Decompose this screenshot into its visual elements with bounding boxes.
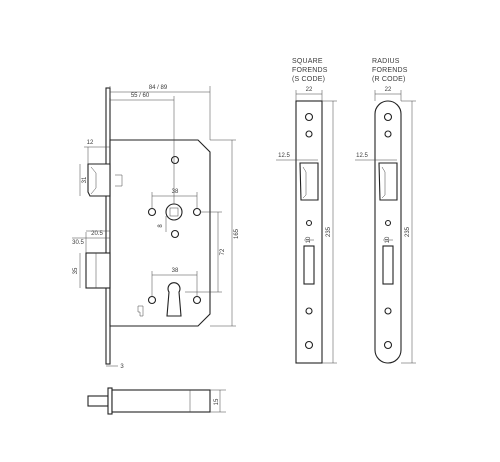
square-screw-top bbox=[304, 112, 314, 122]
square-screw-bottom bbox=[304, 340, 314, 350]
square-screw-3 bbox=[305, 307, 313, 315]
dim-30-5: 30.5 bbox=[72, 240, 84, 246]
radius-deadbolt-slot bbox=[382, 245, 394, 285]
radius-forend-plate bbox=[374, 100, 402, 364]
dim-84-89: 84 / 89 bbox=[149, 85, 168, 91]
fixing-hole-mid bbox=[170, 229, 180, 239]
square-spindle-hole bbox=[305, 219, 313, 227]
fixing-hole-bottom-left bbox=[147, 295, 157, 305]
radius-header-line3: (R CODE) bbox=[372, 76, 406, 83]
square-dim-235: 235 bbox=[326, 226, 332, 237]
top-view-bolt bbox=[87, 395, 109, 407]
radius-screw-2 bbox=[384, 130, 392, 138]
dim-38-bottom: 38 bbox=[172, 268, 179, 274]
dim-12: 12 bbox=[87, 140, 94, 146]
square-header-line3: (S CODE) bbox=[292, 76, 325, 83]
fixing-hole-right bbox=[192, 207, 202, 217]
radius-spindle-hole bbox=[384, 219, 392, 227]
dead-bolt bbox=[85, 252, 111, 289]
dim-35: 35 bbox=[73, 267, 79, 274]
dim-165: 165 bbox=[234, 228, 240, 239]
radius-header-line2: FORENDS bbox=[372, 67, 408, 74]
dim-38-top: 38 bbox=[172, 189, 179, 195]
lock-forend-strip bbox=[105, 87, 111, 365]
lock-case-outline bbox=[109, 139, 211, 327]
dim-3: 3 bbox=[120, 364, 124, 370]
latch-bolt bbox=[87, 163, 111, 197]
dim-72: 72 bbox=[220, 248, 226, 255]
radius-dim-22: 22 bbox=[385, 87, 392, 93]
square-screw-2 bbox=[305, 130, 313, 138]
dim-8: 8 bbox=[158, 224, 164, 228]
case-lug bbox=[137, 305, 144, 317]
square-forend-plate bbox=[295, 100, 323, 364]
dim-55-60: 55 / 60 bbox=[131, 93, 150, 99]
top-view-forend bbox=[107, 387, 113, 415]
radius-header-line1: RADIUS bbox=[372, 58, 400, 65]
radius-dim-12-5: 12.5 bbox=[356, 153, 368, 159]
dim-31: 31 bbox=[82, 176, 88, 183]
lock-top-view: 15 bbox=[87, 387, 226, 415]
dim-20-5: 20.5 bbox=[91, 231, 103, 237]
square-deadbolt-slot bbox=[303, 245, 315, 285]
radius-screw-top bbox=[383, 112, 393, 122]
fixing-hole-top bbox=[170, 155, 180, 165]
euro-cylinder-cutout bbox=[166, 282, 182, 317]
square-forend-view: SQUARE FORENDS (S CODE) 22 12.5 10 235 bbox=[276, 58, 337, 364]
radius-screw-bottom bbox=[383, 340, 393, 350]
fixing-hole-bottom-right bbox=[192, 295, 202, 305]
spindle-hub bbox=[165, 203, 183, 221]
top-view-case bbox=[111, 389, 211, 413]
spindle-square bbox=[169, 207, 179, 217]
lock-case-view: 84 / 89 55 / 60 12 31 38 8 165 72 30.5 bbox=[72, 85, 240, 370]
radius-forend-view: RADIUS FORENDS (R CODE) 22 12.5 10 235 bbox=[355, 58, 416, 364]
square-header-line2: FORENDS bbox=[292, 67, 328, 74]
radius-dim-235: 235 bbox=[405, 226, 411, 237]
square-dim-10: 10 bbox=[306, 236, 312, 243]
radius-screw-3 bbox=[384, 307, 392, 315]
radius-latch-slot bbox=[378, 162, 398, 201]
square-dim-22: 22 bbox=[306, 87, 313, 93]
latch-bevel bbox=[90, 166, 97, 195]
radius-dim-10: 10 bbox=[385, 236, 391, 243]
square-latch-slot bbox=[299, 162, 319, 201]
dim-15: 15 bbox=[214, 398, 220, 405]
latch-spring bbox=[115, 174, 123, 187]
square-header-line1: SQUARE bbox=[292, 58, 323, 65]
square-dim-12-5: 12.5 bbox=[278, 153, 290, 159]
fixing-hole-left bbox=[147, 207, 157, 217]
